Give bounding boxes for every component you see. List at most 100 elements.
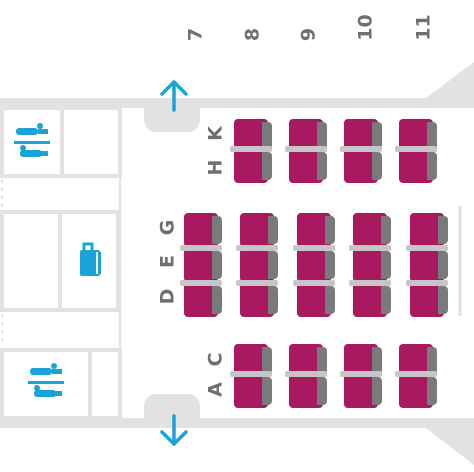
armrest-divider [349,245,391,251]
seat-cushion [372,152,382,180]
seat-cushion [262,377,272,405]
armrest [230,146,272,152]
armrest [236,245,278,251]
column-letter-c: C [204,352,227,367]
seat-9d[interactable] [297,283,335,317]
seat-cushion [325,286,335,314]
armrest-divider [293,245,335,251]
armrest-divider [180,245,222,251]
armrest [293,280,335,286]
armrest [236,280,278,286]
exit-arrow-up-icon [160,80,188,112]
seat-cushion [268,216,278,244]
row-number-8: 8 [241,27,264,42]
seat-cushion [427,347,437,375]
seat-10e[interactable] [353,248,391,282]
seat-cushion [262,347,272,375]
seat-cushion [212,251,222,279]
armrest-divider [180,280,222,286]
seat-10d[interactable] [353,283,391,317]
armrest [285,146,327,152]
row-number-10: 10 [354,14,377,41]
seat-cushion [268,286,278,314]
seat-8a[interactable] [234,374,272,408]
seat-8e[interactable] [240,248,278,282]
column-letter-a: A [204,382,227,397]
armrest-divider [293,280,335,286]
seat-cushion [262,152,272,180]
column-letter-e: E [156,255,179,268]
seat-8d[interactable] [240,283,278,317]
seat-11g[interactable] [410,213,448,247]
seat-cushion [317,122,327,150]
armrest [293,245,335,251]
seat-11d[interactable] [410,283,448,317]
armrest-divider [230,146,272,152]
armrest [395,371,437,377]
armrest-divider [395,371,437,377]
seat-cushion [427,152,437,180]
armrest-divider [406,280,448,286]
seat-7e[interactable] [184,248,222,282]
column-letter-g: G [156,219,179,236]
seat-7d[interactable] [184,283,222,317]
lavatory-icon [28,363,64,397]
seat-9h[interactable] [289,149,327,183]
column-letter-h: H [204,159,227,176]
row-number-9: 9 [297,27,320,42]
seat-11e[interactable] [410,248,448,282]
seat-cushion [317,377,327,405]
armrest-divider [340,371,382,377]
seat-cushion [438,251,448,279]
armrest-divider [340,146,382,152]
armrest [230,371,272,377]
seat-cushion [438,216,448,244]
armrest-divider [236,245,278,251]
luggage-icon [80,242,102,276]
armrest [340,146,382,152]
lavatory-icon [14,123,50,157]
armrest [340,371,382,377]
armrest-divider [349,280,391,286]
seat-cushion [268,251,278,279]
seat-11h[interactable] [399,149,437,183]
seat-8h[interactable] [234,149,272,183]
seat-cushion [381,216,391,244]
seat-9a[interactable] [289,374,327,408]
armrest [349,245,391,251]
seat-cushion [317,152,327,180]
seat-10h[interactable] [344,149,382,183]
seat-cushion [372,347,382,375]
armrest [180,245,222,251]
armrest-divider [236,280,278,286]
armrest [406,280,448,286]
seat-9g[interactable] [297,213,335,247]
seat-cushion [381,251,391,279]
armrest-divider [285,371,327,377]
seat-10a[interactable] [344,374,382,408]
column-letter-k: K [204,126,227,141]
seat-cushion [212,286,222,314]
armrest [406,245,448,251]
row-number-7: 7 [184,27,207,42]
armrest-divider [285,146,327,152]
seat-7g[interactable] [184,213,222,247]
seat-9e[interactable] [297,248,335,282]
armrest-divider [406,245,448,251]
seat-11a[interactable] [399,374,437,408]
armrest [285,371,327,377]
seat-10g[interactable] [353,213,391,247]
armrest [349,280,391,286]
seat-cushion [325,251,335,279]
seat-8g[interactable] [240,213,278,247]
exit-arrow-down-icon [160,414,188,446]
seat-cushion [262,122,272,150]
seat-cushion [427,377,437,405]
armrest [395,146,437,152]
seat-cushion [317,347,327,375]
armrest-divider [395,146,437,152]
seat-cushion [372,122,382,150]
seat-cushion [438,286,448,314]
